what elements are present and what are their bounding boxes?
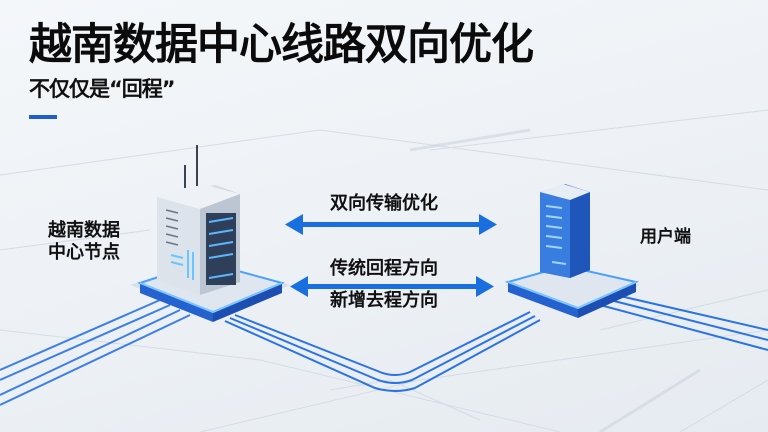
double-arrow-icon-bottom bbox=[290, 276, 494, 297]
accent-bar bbox=[29, 115, 57, 119]
arrow-label-bidirectional: 双向传输优化 bbox=[330, 193, 438, 214]
data-center-server-icon bbox=[130, 145, 290, 322]
arrow-label-return-path: 传统回程方向 bbox=[330, 258, 438, 279]
page-title: 越南数据中心线路双向优化 bbox=[29, 20, 534, 70]
double-arrow-icon-top bbox=[285, 214, 497, 235]
node-label-line2: 中心节点 bbox=[48, 241, 120, 263]
page-subtitle: 不仅仅是“回程” bbox=[29, 77, 176, 101]
node-label-user: 用户端 bbox=[640, 227, 691, 247]
node-label-data-center: 越南数据 中心节点 bbox=[48, 220, 120, 263]
user-server-icon bbox=[504, 184, 640, 318]
arrow-label-outbound-path: 新增去程方向 bbox=[330, 290, 438, 311]
node-label-line1: 越南数据 bbox=[48, 220, 120, 241]
